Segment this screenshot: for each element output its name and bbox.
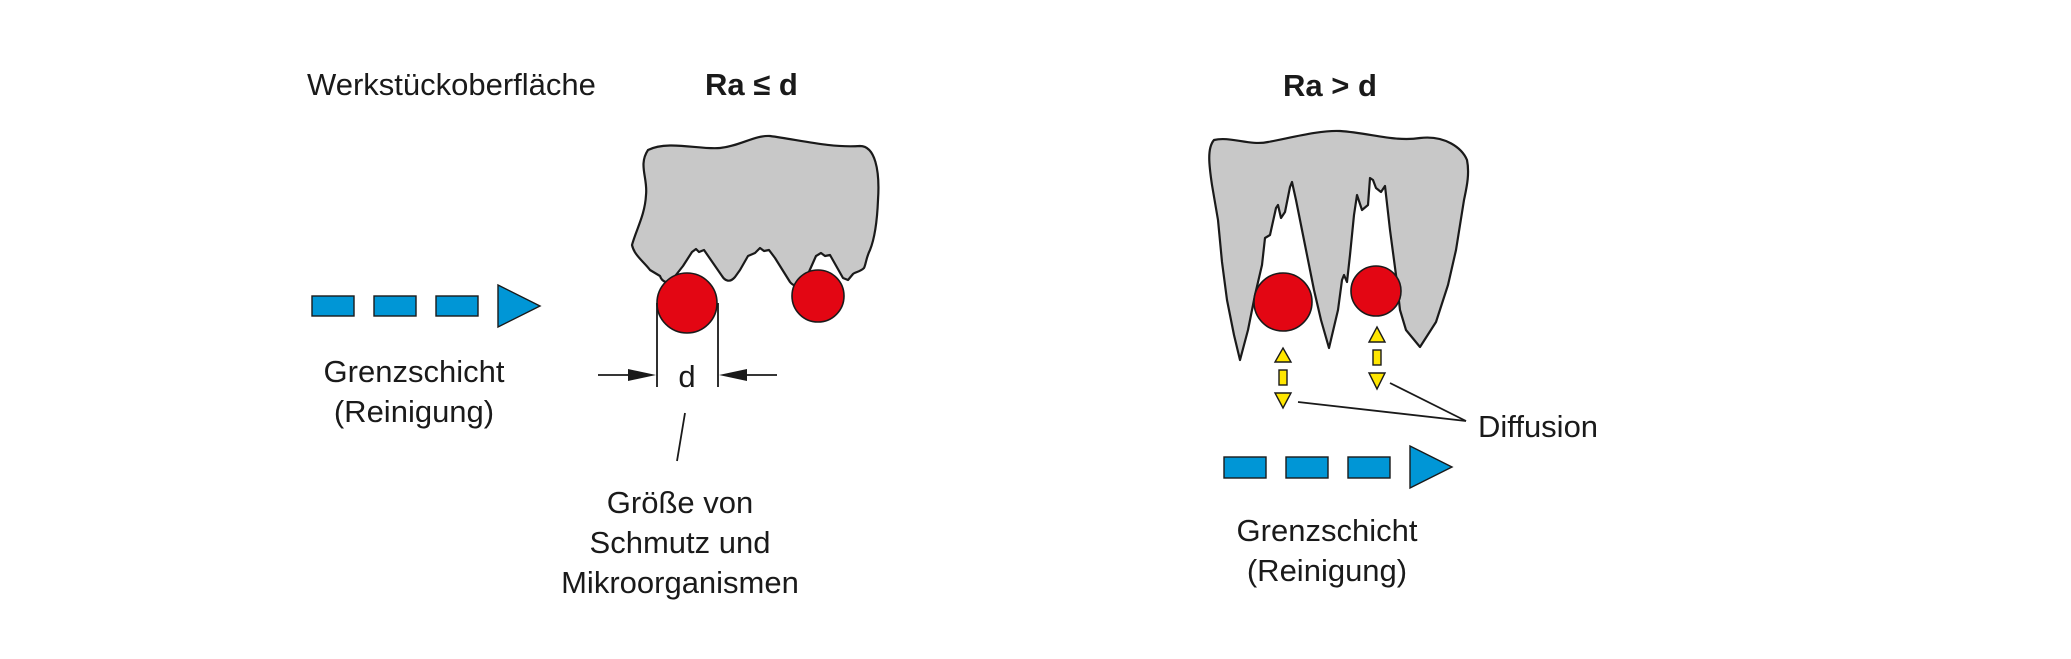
flow-dash-1 — [1223, 456, 1267, 479]
size-leader-line — [676, 412, 686, 462]
left-panel: Werkstückoberfläche Ra ≤ d d Größe von S… — [307, 67, 880, 600]
flow-label-right-line1: Grenzschicht — [1237, 513, 1418, 548]
particle-small — [1350, 265, 1402, 317]
flow-label-right-line2: (Reinigung) — [1247, 553, 1407, 588]
size-label-line2: Schmutz und — [590, 525, 771, 560]
dimension-arrow-right-icon — [719, 369, 747, 381]
flow-dash-2 — [373, 295, 417, 317]
flow-arrowhead-icon — [1409, 444, 1454, 490]
size-label-line3: Mikroorganismen — [561, 565, 799, 600]
surface-label: Werkstückoberfläche — [307, 67, 596, 102]
workpiece-surface-smooth — [630, 134, 880, 287]
diffusion-arrow-left-icon — [1273, 346, 1293, 410]
particle-large — [1253, 272, 1313, 332]
diffusion-leader-right — [1389, 382, 1467, 422]
flow-dash-2 — [1285, 456, 1329, 479]
workpiece-surface-rough — [1208, 129, 1470, 362]
flow-arrowhead-icon — [497, 283, 542, 329]
flow-label-left-line2: (Reinigung) — [334, 394, 494, 429]
dimension-label: d — [678, 359, 695, 394]
flow-arrow-right — [1223, 444, 1454, 490]
flow-dash-1 — [311, 295, 355, 317]
dimension-arrow-left-icon — [628, 369, 656, 381]
right-title: Ra > d — [1283, 68, 1377, 103]
dimension-d: d — [598, 303, 777, 394]
diffusion-leader-left — [1297, 401, 1467, 422]
left-title: Ra ≤ d — [705, 67, 798, 102]
flow-dash-3 — [435, 295, 479, 317]
flow-dash-3 — [1347, 456, 1391, 479]
flow-arrow-left — [311, 283, 542, 329]
size-label-line1: Größe von — [607, 485, 753, 520]
right-panel: Ra > d Diffusion Grenzschicht (Reinigun — [1208, 68, 1598, 588]
particle-large — [656, 272, 718, 334]
particle-small — [791, 269, 845, 323]
diffusion-label: Diffusion — [1478, 409, 1598, 444]
diffusion-arrow-right-icon — [1367, 325, 1387, 391]
flow-label-left-line1: Grenzschicht — [324, 354, 505, 389]
